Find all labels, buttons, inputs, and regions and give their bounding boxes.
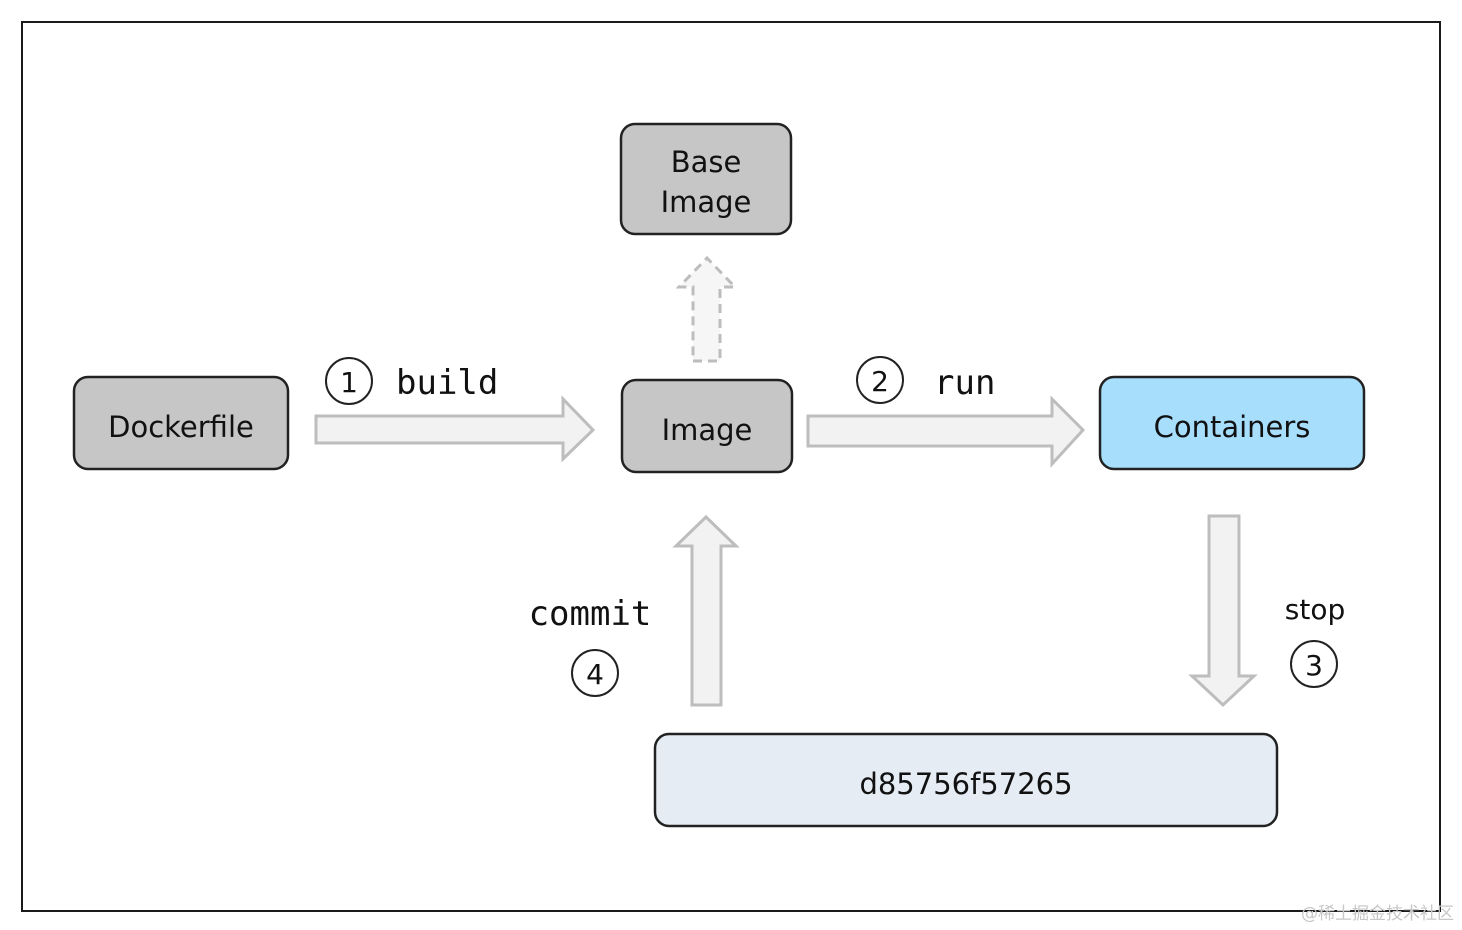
build-arrow bbox=[314, 395, 596, 463]
step-3-number: 3 bbox=[1305, 649, 1323, 682]
step-1-number: 1 bbox=[340, 366, 358, 399]
containers-label: Containers bbox=[1154, 410, 1311, 444]
dockerfile-label: Dockerfile bbox=[108, 410, 254, 444]
containers-box bbox=[1098, 375, 1366, 471]
run-label: run bbox=[934, 363, 995, 403]
image-box bbox=[620, 378, 794, 474]
stop-label: stop bbox=[1285, 593, 1345, 626]
base-image-box bbox=[619, 122, 793, 236]
container-id-label: d85756f57265 bbox=[859, 767, 1072, 801]
build-label: build bbox=[396, 363, 498, 403]
step-4-circle bbox=[571, 649, 619, 697]
step-1-circle bbox=[325, 357, 373, 405]
commit-arrow bbox=[672, 514, 740, 707]
step-2-circle bbox=[856, 356, 904, 404]
dockerfile-box bbox=[72, 375, 290, 471]
stop-arrow bbox=[1188, 514, 1258, 708]
watermark: @稀土掘金技术社区 bbox=[1301, 904, 1454, 924]
base-image-label-line1: Base bbox=[671, 145, 742, 179]
step-3-circle bbox=[1290, 640, 1338, 688]
container-id-box bbox=[653, 732, 1279, 828]
dashed-arrow-to-base-image bbox=[675, 255, 739, 363]
base-image-label-line2: Image bbox=[661, 185, 752, 219]
step-4-number: 4 bbox=[586, 658, 604, 691]
run-arrow bbox=[806, 395, 1086, 468]
step-2-number: 2 bbox=[871, 365, 889, 398]
image-label: Image bbox=[662, 413, 753, 447]
commit-label: commit bbox=[529, 594, 652, 634]
